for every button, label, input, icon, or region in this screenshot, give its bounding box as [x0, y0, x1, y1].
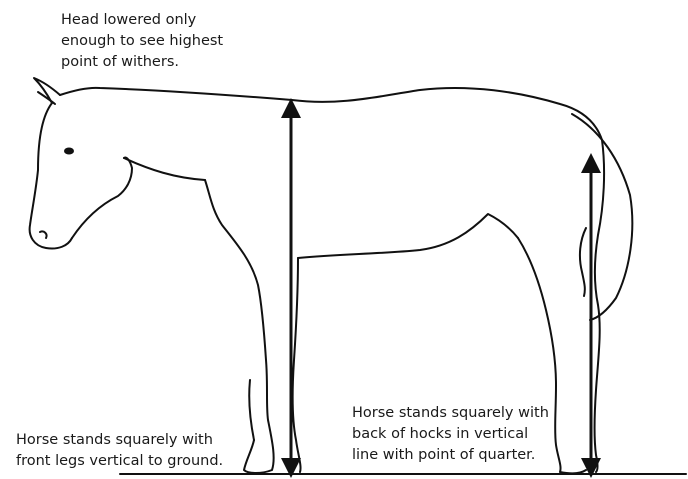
front-legs-annotation: Horse stands squarely with front legs ve…: [16, 430, 223, 472]
head-annotation-line: enough to see highest: [61, 31, 223, 52]
front-legs-annotation-line: Horse stands squarely with: [16, 430, 223, 451]
hind-legs-annotation-line: Horse stands squarely with: [352, 403, 549, 424]
head-annotation-line: Head lowered only: [61, 10, 223, 31]
front-legs-annotation-line: front legs vertical to ground.: [16, 451, 223, 472]
hind-legs-annotation-line: line with point of quarter.: [352, 445, 549, 466]
hind-legs-annotation: Horse stands squarely with back of hocks…: [352, 403, 549, 466]
head-annotation: Head lowered only enough to see highest …: [61, 10, 223, 73]
hind-legs-annotation-line: back of hocks in vertical: [352, 424, 549, 445]
head-annotation-line: point of withers.: [61, 52, 223, 73]
eye-icon: [64, 148, 74, 155]
